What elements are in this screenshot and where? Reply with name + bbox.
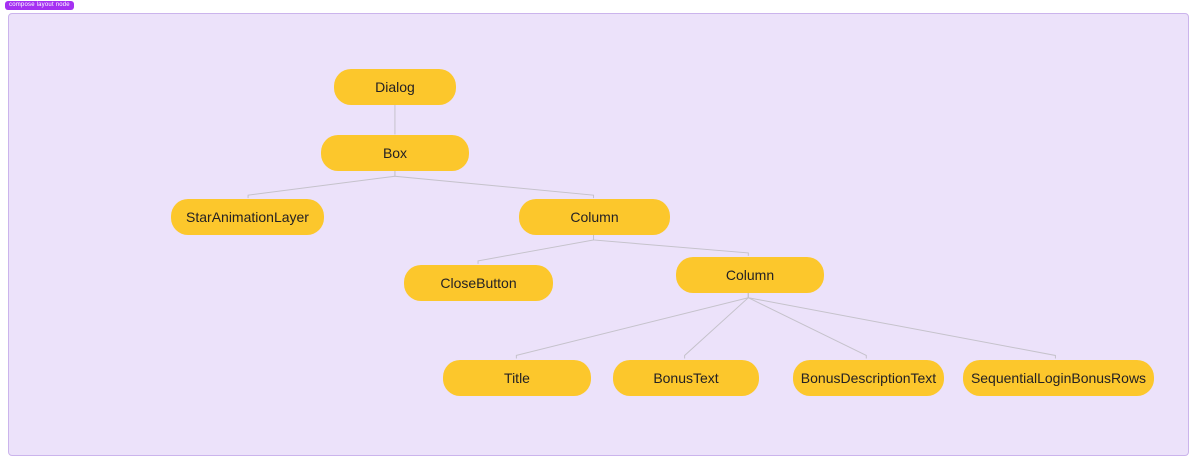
edge-column-2-sequential-login-bonus-rows: [747, 291, 1056, 359]
tree-node-star-animation-layer[interactable]: StarAnimationLayer: [171, 199, 324, 235]
tree-node-bonus-text[interactable]: BonusText: [613, 360, 759, 396]
tree-node-close-button[interactable]: CloseButton: [404, 265, 553, 301]
tree-node-bonus-description-text[interactable]: BonusDescriptionText: [793, 360, 944, 396]
tree-node-sequential-login-bonus-rows[interactable]: SequentialLoginBonusRows: [963, 360, 1154, 396]
compose-layout-node-badge: compose layout node: [5, 1, 74, 10]
layout-tree-canvas: Dialog Box StarAnimationLayer Column Clo…: [8, 13, 1189, 456]
tree-node-title[interactable]: Title: [443, 360, 591, 396]
tree-node-box[interactable]: Box: [321, 135, 469, 171]
edge-column-2-bonus-text: [684, 291, 749, 359]
edge-column-1-column-2: [593, 234, 749, 256]
tree-node-column-2[interactable]: Column: [676, 257, 824, 293]
edge-column-1-close-button: [477, 234, 595, 264]
edge-box-column-1: [394, 170, 595, 199]
tree-node-column-1[interactable]: Column: [519, 199, 670, 235]
tree-node-dialog[interactable]: Dialog: [334, 69, 456, 105]
edge-column-2-title: [515, 291, 749, 359]
edge-column-2-bonus-description-text: [747, 291, 867, 359]
edge-box-star-animation-layer: [247, 170, 396, 199]
